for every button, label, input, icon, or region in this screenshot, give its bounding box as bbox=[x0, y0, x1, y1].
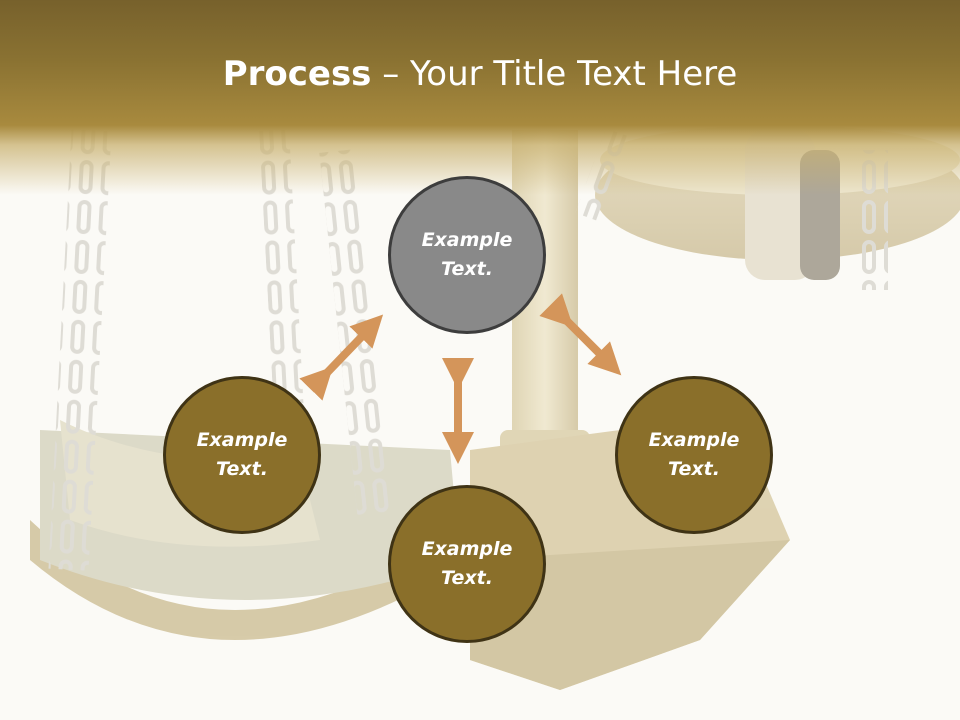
title-bar bbox=[0, 0, 960, 200]
step-right-label: Example Text. bbox=[648, 429, 740, 480]
step-bottom-label: Example Text. bbox=[421, 538, 513, 589]
title-bold: Process bbox=[222, 54, 372, 94]
step-left-label: Example Text. bbox=[196, 429, 288, 480]
step-top-label: Example Text. bbox=[421, 229, 513, 280]
title-rest: – Your Title Text Here bbox=[371, 54, 738, 94]
slide-title: Process – Your Title Text Here bbox=[0, 48, 960, 100]
process-step-left[interactable]: Example Text. bbox=[163, 376, 321, 534]
process-step-right[interactable]: Example Text. bbox=[615, 376, 773, 534]
process-step-top[interactable]: Example Text. bbox=[388, 176, 546, 334]
process-step-bottom[interactable]: Example Text. bbox=[388, 485, 546, 643]
